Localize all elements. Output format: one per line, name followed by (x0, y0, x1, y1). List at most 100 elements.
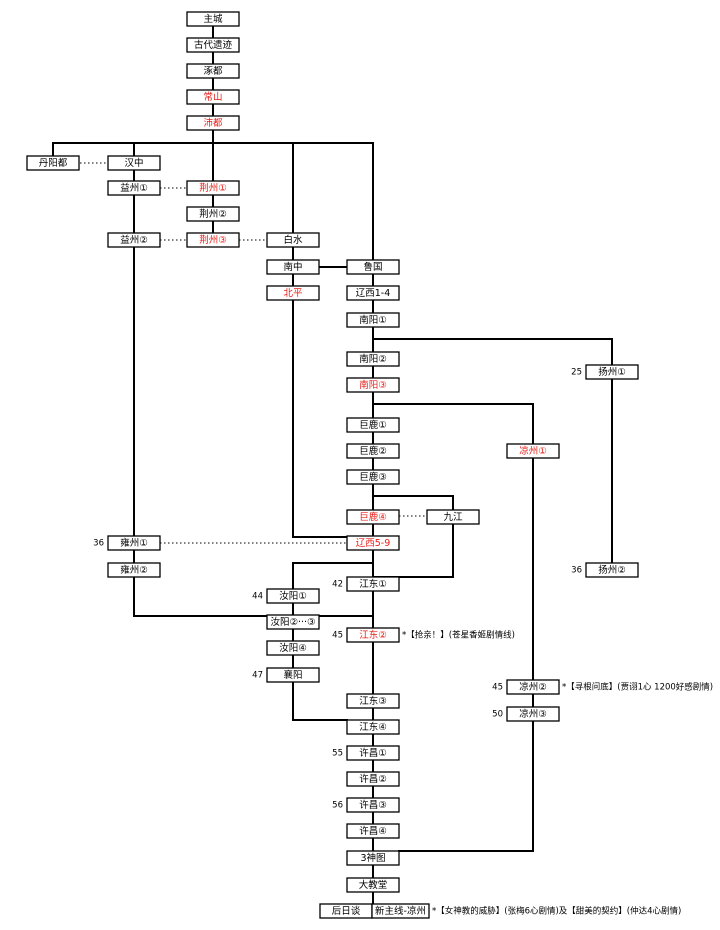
node-box (506, 706, 560, 722)
level-label: 56 (332, 801, 343, 811)
node-julu3: 巨鹿③ (346, 469, 400, 485)
node-box (506, 679, 560, 695)
node-label: 后日谈 (332, 905, 361, 917)
story-note: *【女神教的威胁】(张梅6心剧情)及【甜美的契约】(仲达4心剧情) (432, 906, 681, 917)
level-label: 45 (492, 683, 503, 693)
connector (292, 680, 348, 721)
node-julu2: 巨鹿② (346, 443, 400, 459)
node-box (346, 377, 400, 393)
node-box (346, 771, 400, 787)
node-box (266, 667, 320, 683)
node-box (26, 155, 80, 171)
node-label: 江东② (359, 629, 387, 641)
connector (372, 522, 454, 578)
node-box (266, 285, 320, 301)
node-box (186, 206, 240, 222)
node-julu1: 巨鹿① (346, 417, 400, 433)
node-hanzhong: 汉中 (107, 155, 161, 171)
node-label: 辽西5-9 (356, 537, 391, 549)
node-liangzhou3: 凉州③ (506, 706, 560, 722)
node-box (346, 797, 400, 813)
node-jiujiang: 九江 (426, 509, 480, 525)
node-label: 许昌④ (359, 825, 387, 837)
node-label: 新主线-凉州 (375, 905, 426, 917)
node-zhuodu: 涿都 (186, 63, 240, 79)
node-label: 雍州① (120, 537, 148, 549)
node-box (346, 719, 400, 735)
node-label: 古代遗迹 (194, 39, 233, 51)
node-label: 常山 (203, 91, 222, 103)
node-jiangdong3: 江东③ (346, 693, 400, 709)
connector (292, 562, 374, 590)
dotted-links (80, 162, 427, 544)
level-label: 25 (571, 368, 582, 378)
node-label: 大教堂 (359, 879, 388, 891)
node-box (346, 745, 400, 761)
notes: *【抢亲！】(苍星香姬剧情线)*【寻根问底】(贾诩1心 1200好感剧情)*【女… (402, 630, 713, 917)
node-box (506, 443, 560, 459)
level-label: 55 (332, 749, 343, 759)
node-label: 九江 (443, 511, 463, 523)
connector (372, 403, 534, 445)
node-jingzhou1: 荆州① (186, 180, 240, 196)
node-label: 荆州② (199, 208, 227, 220)
node-jiangdong4: 江东④ (346, 719, 400, 735)
node-box (346, 443, 400, 459)
connector (372, 338, 613, 366)
connector (133, 169, 374, 617)
node-box (266, 259, 320, 275)
node-sanshenmiao: 3神图 (346, 850, 400, 866)
node-box (346, 285, 400, 301)
node-box (346, 535, 400, 551)
level-label: 50 (492, 710, 503, 720)
node-label: 鲁国 (363, 261, 382, 273)
node-dajiaotang: 大教堂 (346, 877, 400, 893)
node-gudai: 古代遗迹 (186, 37, 240, 53)
node-jingzhou2: 荆州② (186, 206, 240, 222)
node-yangzhou1: 扬州① (585, 364, 639, 380)
node-label: 扬州② (598, 564, 626, 576)
node-xuchang1: 许昌① (346, 745, 400, 761)
node-liaoxi59: 辽西5-9 (346, 535, 400, 551)
node-box (266, 588, 320, 604)
node-box (186, 89, 240, 105)
node-box (346, 351, 400, 367)
node-label: 益州① (120, 182, 148, 194)
node-label: 巨鹿④ (359, 511, 387, 523)
level-label: 45 (332, 631, 343, 641)
node-label: 襄阳 (283, 669, 302, 681)
node-danyang: 丹阳都 (26, 155, 80, 171)
story-note: *【抢亲！】(苍星香姬剧情线) (402, 630, 515, 641)
node-box (186, 63, 240, 79)
node-julu4: 巨鹿④ (346, 509, 400, 525)
node-label: 荆州③ (199, 234, 227, 246)
node-box (186, 180, 240, 196)
node-box (585, 364, 639, 380)
node-box (107, 562, 161, 578)
node-label: 南阳② (359, 353, 387, 365)
node-box (346, 693, 400, 709)
node-xuchang3: 许昌③ (346, 797, 400, 813)
node-box (346, 259, 400, 275)
node-label: 凉州① (519, 445, 547, 457)
node-box (346, 509, 400, 525)
node-yizhou2: 益州② (107, 232, 161, 248)
node-liangzhou1: 凉州① (506, 443, 560, 459)
node-box (266, 232, 320, 248)
node-label: 主城 (203, 13, 223, 25)
node-label: 巨鹿② (359, 445, 387, 457)
node-nanyang3: 南阳③ (346, 377, 400, 393)
node-box (346, 823, 400, 839)
node-nanyang2: 南阳② (346, 351, 400, 367)
node-label: 凉州③ (519, 708, 547, 720)
node-label: 丹阳都 (39, 158, 68, 169)
node-beiping: 北平 (266, 285, 320, 301)
node-changshan: 常山 (186, 89, 240, 105)
node-box (346, 469, 400, 485)
node-label: 涿都 (203, 66, 223, 77)
node-yongzhou1: 雍州① (107, 535, 161, 551)
node-luguo: 鲁国 (346, 259, 400, 275)
node-box (186, 232, 240, 248)
